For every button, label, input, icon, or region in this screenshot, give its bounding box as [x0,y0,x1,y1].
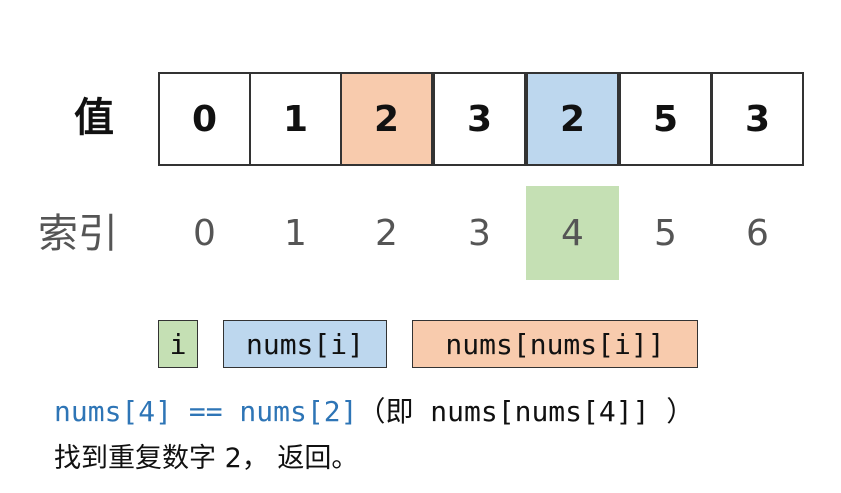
index-cell-3: 3 [468,212,491,254]
value-cell-4: 2 [526,72,619,166]
index-cell-1: 1 [284,212,307,254]
index-cell-0: 0 [193,212,216,254]
legend-nums-i: nums[i] [223,320,387,368]
value-cell-2: 2 [340,72,433,166]
caption-line-2: 找到重复数字 2， 返回。 [54,443,359,474]
index-cell-5: 5 [654,212,677,254]
legend-i: i [158,320,198,368]
value-row-label: 值 [74,95,114,141]
value-cell-5: 5 [619,72,712,166]
caption-rest: （即 nums[nums[4]] ） [357,395,695,428]
value-cell-0: 0 [158,72,251,166]
value-cell-3: 3 [433,72,526,166]
caption-line-1: nums[4] == nums[2]（即 nums[nums[4]] ） [54,398,694,426]
value-cell-1: 1 [249,72,342,166]
index-cell-2: 2 [375,212,398,254]
index-row-label: 索引 [38,211,118,257]
index-cell-4: 4 [526,186,619,280]
value-cell-6: 3 [711,72,804,166]
legend-nums-nums-i: nums[nums[i]] [412,320,698,368]
index-cell-6: 6 [746,212,769,254]
caption-code: nums[4] == nums[2] [54,395,358,428]
